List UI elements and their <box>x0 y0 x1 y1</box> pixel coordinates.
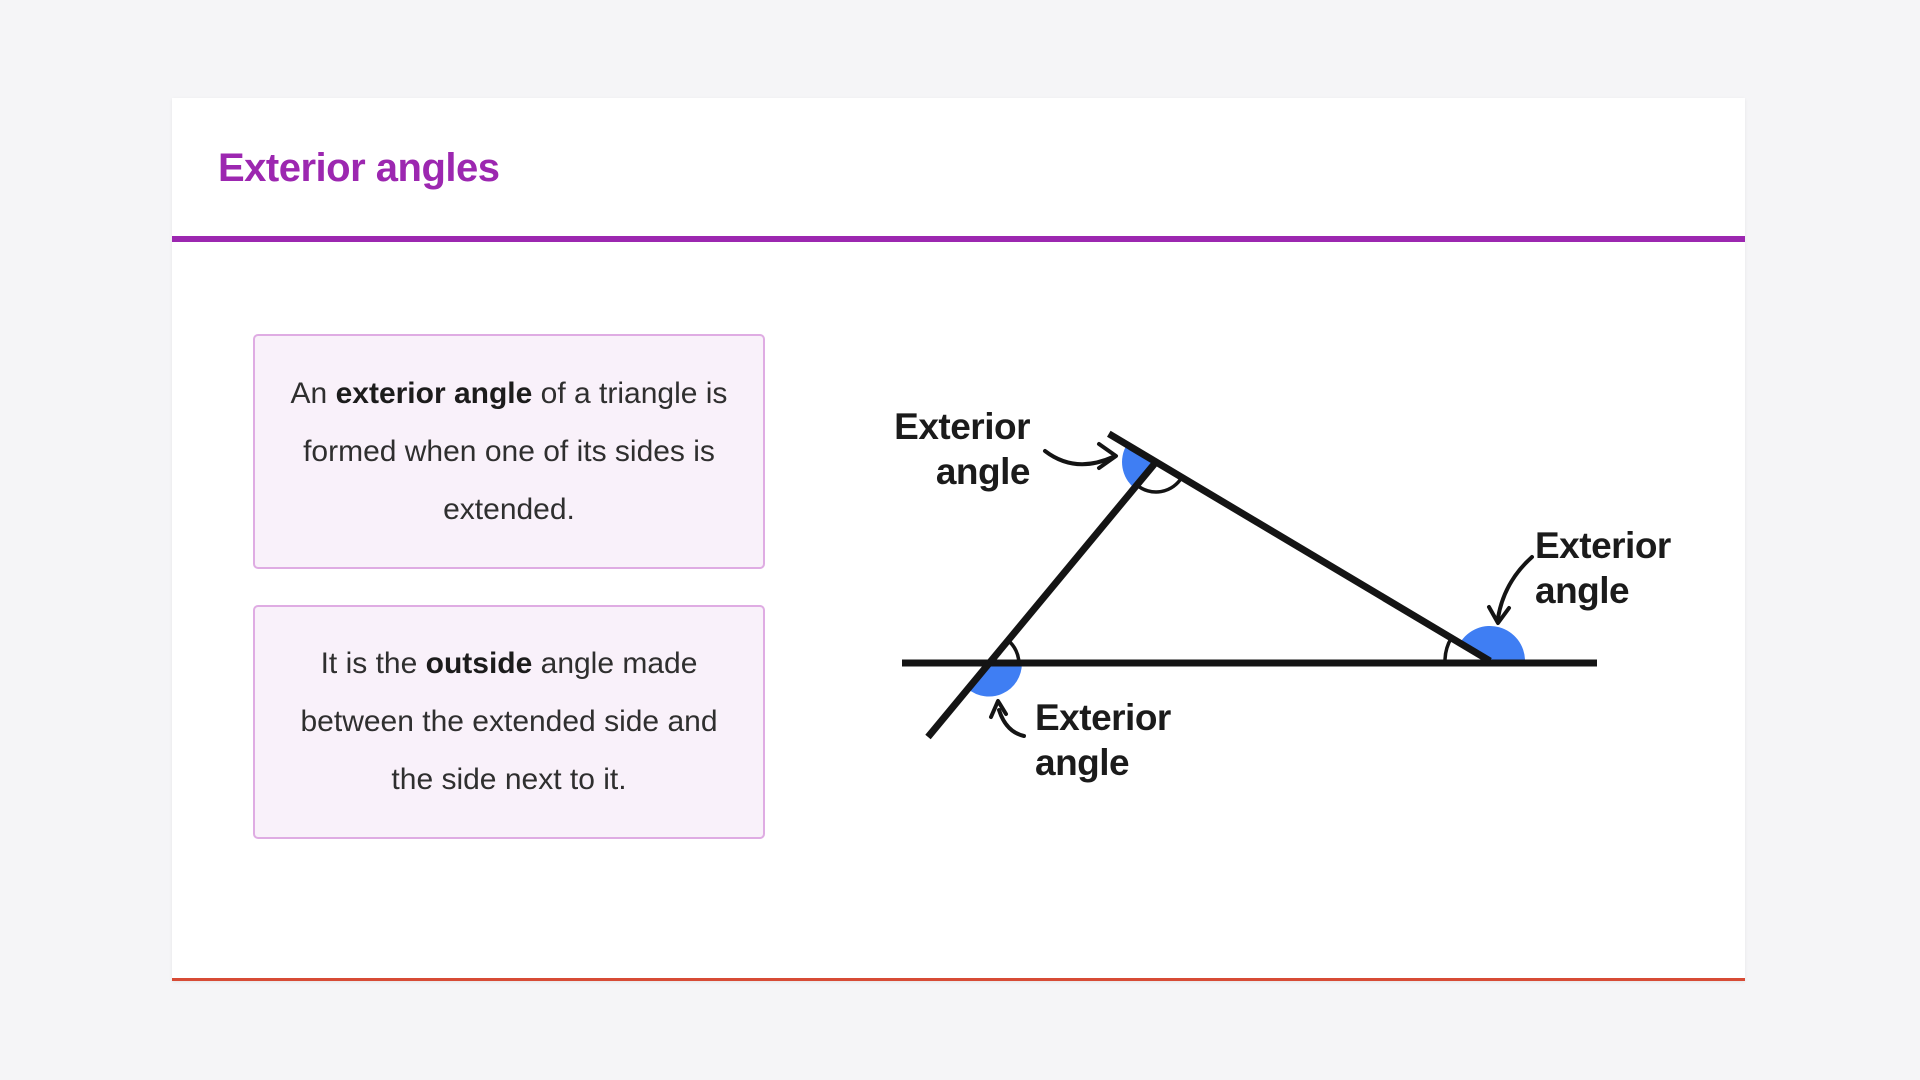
triangle-diagram <box>902 430 1597 740</box>
interior-angle-arc-bottom-right <box>1443 637 1453 662</box>
arrow-to-apex-angle <box>1043 442 1118 470</box>
exterior-angle-label-bottom: Exterior angle <box>1035 697 1171 783</box>
definition-box-exterior-angle: An exterior angle of a triangle is forme… <box>253 334 765 569</box>
definition-text-post: of a triangle is formed when one of its … <box>303 376 728 526</box>
title-divider <box>172 236 1745 242</box>
exterior-angle-label-right: Exterior angle <box>1535 525 1671 611</box>
left-side-extended-line <box>925 459 1159 740</box>
definition-text-pre: It is the <box>320 647 426 680</box>
definition-text-post: angle made between the extended side and… <box>300 647 718 796</box>
definition-text-bold: outside <box>425 647 533 680</box>
definition-text: An exterior angle of a triangle is forme… <box>289 365 729 539</box>
arrow-to-bottom-right-angle <box>1487 555 1534 625</box>
definition-text-bold: exterior angle <box>335 376 533 410</box>
arrow-to-bottom-left-angle <box>989 699 1026 738</box>
card-bottom-accent-line <box>172 978 1745 981</box>
definition-text-pre: An <box>290 376 336 410</box>
interior-angle-arc-apex <box>1135 476 1184 494</box>
definition-text: It is the outside angle made between the… <box>289 635 729 809</box>
exterior-angle-wedge-bottom-right <box>1459 625 1525 661</box>
exterior-angle-wedge-apex <box>1122 444 1156 489</box>
right-side-extended-line <box>1107 430 1492 665</box>
exterior-angle-wedge-bottom-left <box>967 663 1022 697</box>
interior-angle-arc-bottom-left <box>1006 639 1021 664</box>
definition-box-outside-angle: It is the outside angle made between the… <box>253 605 765 839</box>
content-card: Exterior angles An exterior angle of a t… <box>172 98 1745 981</box>
exterior-angle-label-top: Exterior angle <box>894 406 1030 492</box>
page-title: Exterior angles <box>218 146 500 190</box>
